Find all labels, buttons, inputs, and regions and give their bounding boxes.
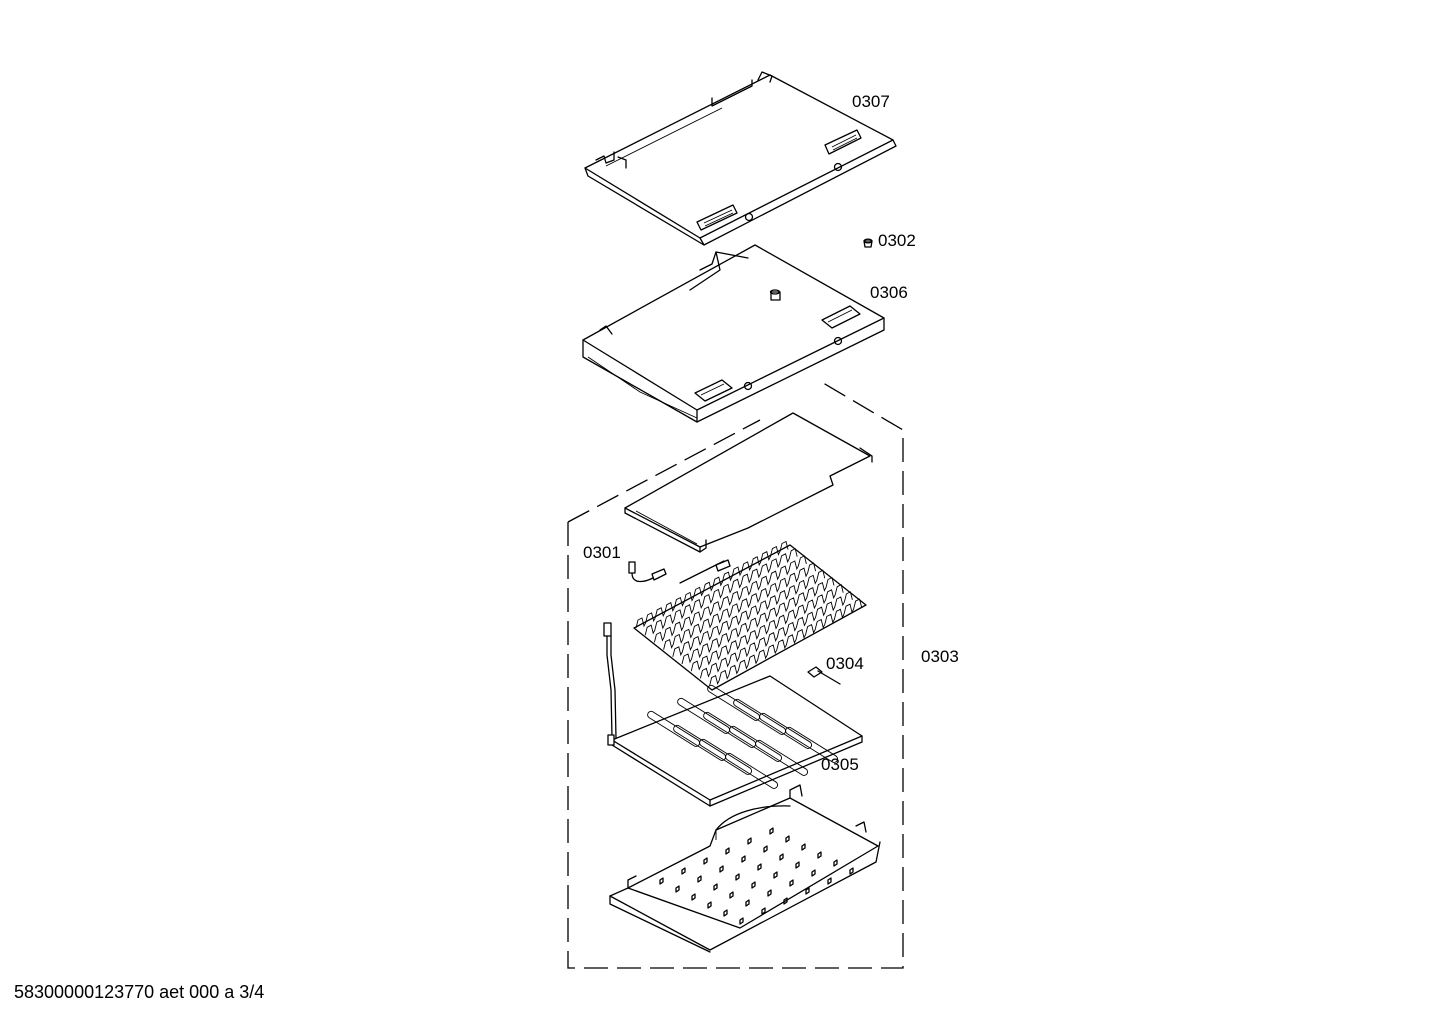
tray-stud xyxy=(725,847,730,855)
tray-stud xyxy=(735,873,740,881)
tray-stud xyxy=(817,851,822,859)
tray-stud xyxy=(739,917,744,925)
tray-stud xyxy=(763,845,768,853)
fin-row xyxy=(644,548,798,636)
tray-stud xyxy=(697,875,702,883)
document-reference: 58300000123770 aet 000 a 3/4 xyxy=(14,982,265,1002)
tray-stud xyxy=(767,889,772,897)
fin-row xyxy=(699,591,853,679)
connector-block-left xyxy=(696,204,738,231)
fin-row xyxy=(709,598,863,686)
tray-stud xyxy=(849,867,854,875)
tray-stud xyxy=(703,857,708,865)
label-0304: 0304 xyxy=(826,654,864,673)
tray-stud xyxy=(757,863,762,871)
tray-stud xyxy=(827,877,832,885)
part-0306-insulation-panel xyxy=(582,244,885,423)
fin-row xyxy=(672,569,826,657)
tray-stud xyxy=(747,837,752,845)
tray-stud xyxy=(769,827,774,835)
tray-stud xyxy=(751,881,756,889)
part-0305-heater-plate xyxy=(603,622,863,807)
tray-stud xyxy=(805,887,810,895)
evaporator-cover-sheet xyxy=(624,412,873,553)
tray-stud xyxy=(783,897,788,905)
fin-row xyxy=(663,562,817,650)
heater-slot xyxy=(785,726,839,763)
part-0302-plug xyxy=(863,238,873,248)
tray-stud xyxy=(811,869,816,877)
tray-stud xyxy=(789,879,794,887)
label-0305: 0305 xyxy=(821,755,859,774)
panel-pocket-left xyxy=(694,379,733,402)
evaporator-coil xyxy=(633,540,867,691)
tray-stud xyxy=(723,909,728,917)
tray-stud xyxy=(681,867,686,875)
part-0304-probe xyxy=(807,666,841,685)
heater-slot xyxy=(725,752,779,789)
part-0307-cover-plate xyxy=(584,71,897,246)
tray-stud xyxy=(675,885,680,893)
drip-tray xyxy=(609,784,881,953)
tray-stud xyxy=(719,865,724,873)
tray-stud xyxy=(761,907,766,915)
fin-row xyxy=(653,555,807,643)
label-0306: 0306 xyxy=(870,283,908,302)
panel-pocket-right xyxy=(821,305,861,329)
fin-row xyxy=(681,576,835,665)
tray-stud xyxy=(741,855,746,863)
label-0302: 0302 xyxy=(878,231,916,250)
panel-knob xyxy=(769,289,781,301)
tray-stud xyxy=(795,861,800,869)
tray-stud xyxy=(659,877,664,885)
part-0303-assembly-outline xyxy=(567,379,904,969)
fin-row xyxy=(690,584,844,672)
tray-stud xyxy=(729,891,734,899)
tray-stud xyxy=(707,901,712,909)
tray-stud xyxy=(833,859,838,867)
fin-row xyxy=(635,540,789,629)
part-0301-sensor xyxy=(628,561,667,583)
tray-stud xyxy=(779,853,784,861)
tray-stud xyxy=(713,883,718,891)
connector-block-right xyxy=(824,129,862,155)
label-0303: 0303 xyxy=(921,647,959,666)
tray-stud xyxy=(801,843,806,851)
tray-stud xyxy=(773,871,778,879)
label-0307: 0307 xyxy=(852,92,890,111)
tray-stud xyxy=(785,835,790,843)
tray-stud xyxy=(745,899,750,907)
tray-stud xyxy=(691,893,696,901)
label-0301: 0301 xyxy=(583,543,621,562)
heater-slot xyxy=(755,739,809,776)
